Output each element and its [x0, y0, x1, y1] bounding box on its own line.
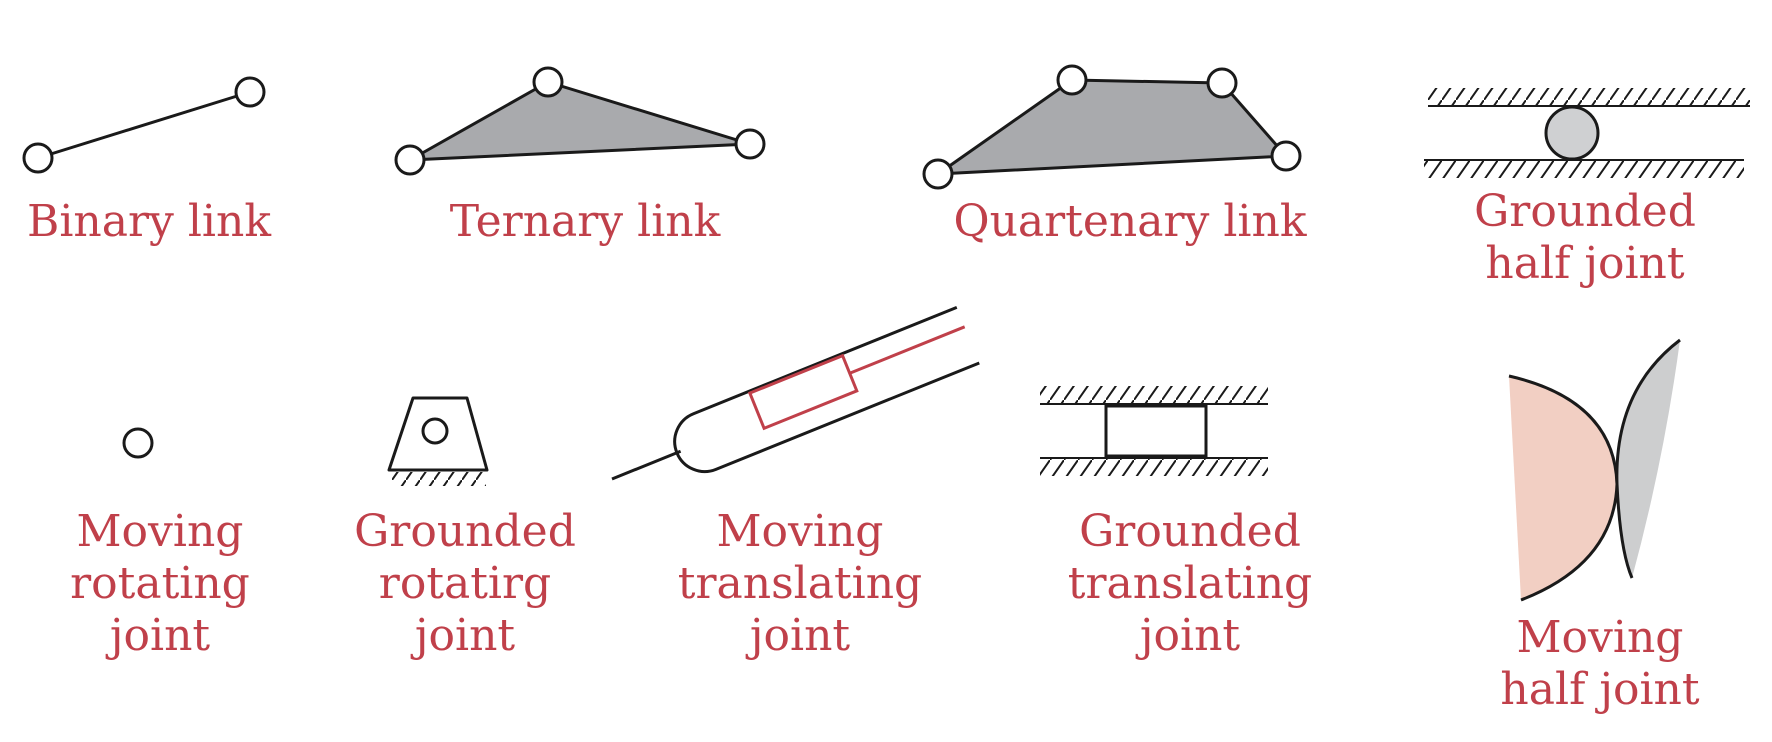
- binary-link-icon: [22, 76, 266, 174]
- label-moving-translating-joint: Moving translating joint: [677, 506, 923, 661]
- moving-translating-joint-icon: [611, 305, 980, 481]
- label-grounded-half-joint: Grounded half joint: [1474, 186, 1696, 289]
- quartenary-link-icon: [922, 64, 1302, 190]
- moving-rotating-joint-icon: [122, 427, 154, 459]
- label-moving-rotating-joint: Moving rotating joint: [70, 506, 250, 661]
- label-moving-half-joint: Moving half joint: [1500, 612, 1700, 715]
- label-grounded-translating-joint: Grounded translating joint: [1067, 506, 1313, 661]
- ternary-link-icon: [394, 66, 766, 176]
- label-grounded-rotating-joint: Grounded rotatirg joint: [354, 506, 576, 661]
- label-binary-link: Binary link: [27, 196, 271, 247]
- grounded-translating-joint-icon: [1040, 386, 1268, 476]
- label-quartenary-link: Quartenary link: [953, 196, 1307, 247]
- grounded-half-joint-icon: [1424, 88, 1750, 178]
- label-ternary-link: Ternary link: [449, 196, 721, 247]
- moving-half-joint-icon: [1508, 338, 1681, 602]
- grounded-rotating-joint-icon: [387, 396, 489, 486]
